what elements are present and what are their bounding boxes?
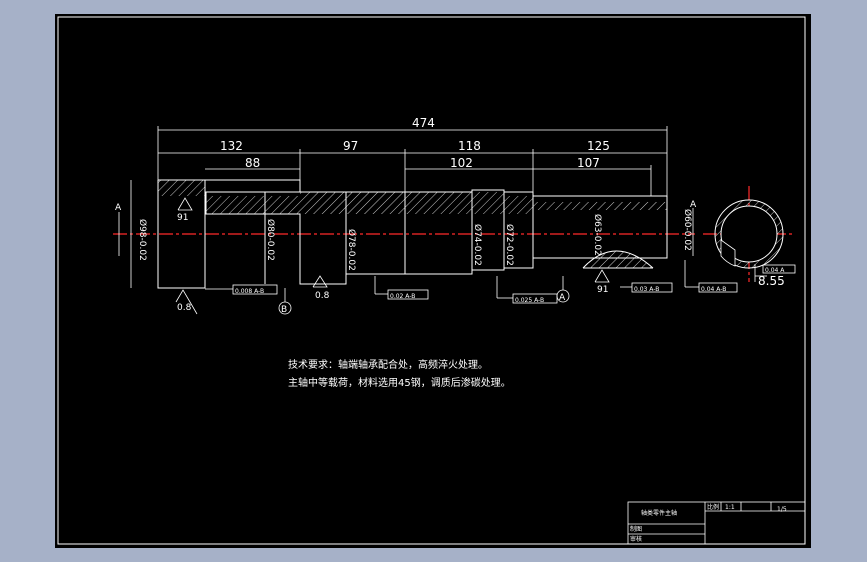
- roughness-4: 91: [597, 285, 608, 295]
- dim-sub3: 102: [450, 156, 473, 170]
- diameter-labels: Ø98-0.02 Ø80-0.02 Ø78-0.02 Ø74-0.02 Ø72-…: [130, 180, 693, 288]
- title-scale-value: 1:1: [725, 504, 735, 511]
- title-checked: 审核: [630, 535, 642, 543]
- dimension-lines: [157, 126, 668, 196]
- section-hatch: [158, 180, 667, 214]
- dim-overall: 474: [412, 116, 435, 130]
- dia-98: Ø98-0.02: [137, 219, 148, 261]
- dia-80: Ø80-0.02: [265, 219, 276, 261]
- dim-sub4: 107: [577, 156, 600, 170]
- section-marker-a-right: A: [690, 200, 697, 210]
- dim-seg2: 97: [343, 139, 358, 153]
- datum-b: B: [281, 305, 287, 315]
- section-view: [714, 199, 784, 282]
- dia-74: Ø74-0.02: [472, 224, 483, 266]
- dia-60: Ø60-0.02: [682, 209, 693, 251]
- keyway-section: [582, 250, 654, 269]
- title-block: [627, 501, 806, 545]
- tech-note-line1: 技术要求：轴端轴承配合处，高频淬火处理。: [288, 358, 488, 371]
- title-scale-label: 比例: [707, 503, 719, 511]
- tol-6: 0.04 A: [765, 267, 785, 274]
- datum-markers: [278, 276, 570, 315]
- roughness-symbols: [175, 197, 610, 315]
- tol-3: 0.025 A-B: [515, 297, 544, 304]
- tol-5: 0.04 A-B: [701, 286, 726, 293]
- tech-note-line2: 主轴中等载荷，材料选用45钢，调质后渗碳处理。: [288, 376, 511, 389]
- tol-4: 0.03 A-B: [634, 286, 659, 293]
- dia-63: Ø63-0.02: [592, 214, 603, 256]
- outer-frame: [57, 16, 806, 545]
- roughness-3: 0.8: [315, 291, 330, 301]
- dia-78: Ø78-0.02: [346, 229, 357, 271]
- section-marker-a-left: A: [115, 203, 122, 213]
- tol-1: 0.008 A-B: [235, 288, 264, 295]
- dim-keyway: 8.55: [758, 274, 785, 288]
- dia-72: Ø72-0.02: [504, 224, 515, 266]
- shaft-drawing: 474 132 97 118 125 88 102 107 A A Ø98-0.…: [57, 16, 806, 545]
- tol-2: 0.02 A-B: [390, 293, 415, 300]
- dim-seg1: 132: [220, 139, 243, 153]
- datum-a: A: [559, 293, 566, 303]
- title-drawn: 制图: [630, 525, 642, 533]
- tolerance-frames: [205, 260, 796, 304]
- dim-seg3: 118: [458, 139, 481, 153]
- dim-seg4: 125: [587, 139, 610, 153]
- drawing-sheet: 474 132 97 118 125 88 102 107 A A Ø98-0.…: [55, 14, 811, 548]
- title-part-name: 轴类零件主轴: [641, 509, 677, 517]
- dim-sub1: 88: [245, 156, 260, 170]
- roughness-1: 91: [177, 213, 188, 223]
- title-sheet: 1/5: [777, 506, 787, 513]
- roughness-2: 0.8: [177, 303, 192, 313]
